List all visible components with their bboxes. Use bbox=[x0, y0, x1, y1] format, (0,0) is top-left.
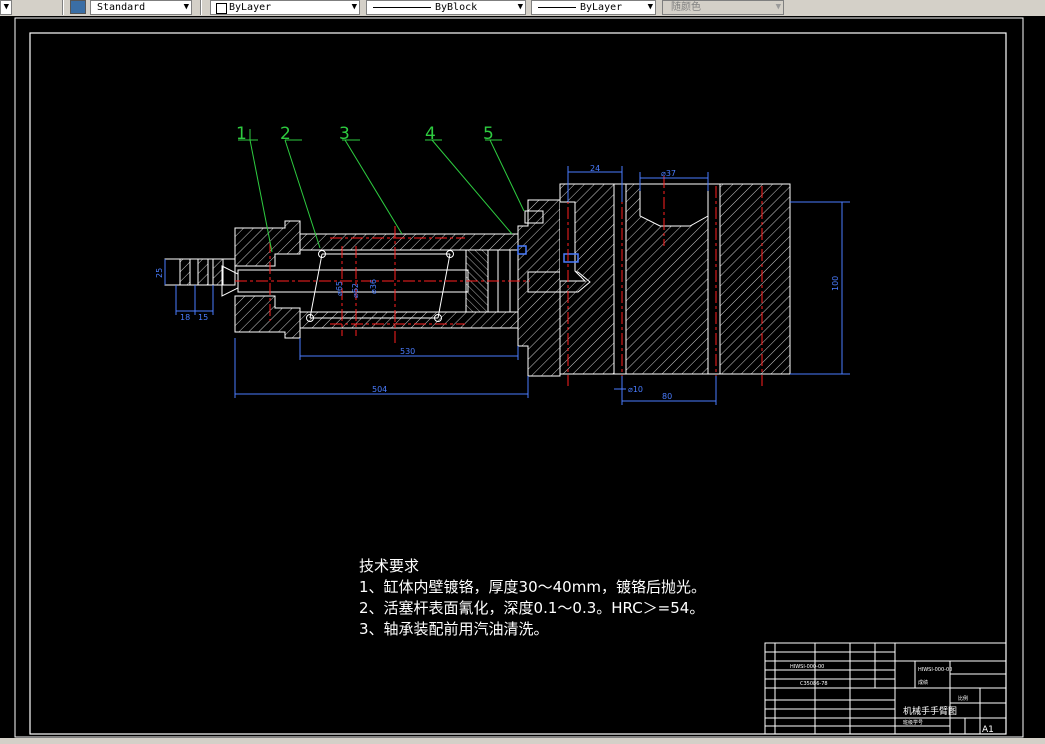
text-style-dropdown[interactable]: Standard ▼ bbox=[90, 0, 192, 15]
color-value: ByLayer bbox=[229, 2, 272, 13]
label-score: 成绩 bbox=[918, 679, 928, 686]
dim-24: 24 bbox=[590, 164, 600, 173]
chevron-down-icon: ▼ bbox=[775, 2, 781, 12]
style-dropdown-prev[interactable]: ▼ bbox=[0, 0, 12, 15]
barrel-bottom-wall bbox=[299, 311, 519, 329]
toolbar-separator bbox=[200, 0, 202, 15]
row1-code: HIWSI-000-00 bbox=[790, 664, 824, 670]
row2-code: HIWSI-000-00 bbox=[918, 667, 952, 673]
plotstyle-value: 随颜色 bbox=[671, 2, 701, 13]
technical-requirements: 技术要求 1、缸体内壁镀铬，厚度30～40mm，镀铬后抛光。 2、活塞杆表面氰化… bbox=[359, 556, 706, 640]
dimension-lines bbox=[164, 166, 850, 405]
rod-end-hatch-a bbox=[179, 258, 191, 286]
leader-lines bbox=[238, 129, 525, 253]
tech-item-1: 1、缸体内壁镀铬，厚度30～40mm，镀铬后抛光。 bbox=[359, 578, 706, 596]
title-block-text: HIWSI-000-00 HIWSI-000-00 C35086-78 机械手手… bbox=[790, 664, 994, 735]
linetype-dropdown[interactable]: ByBlock ▼ bbox=[366, 0, 526, 15]
blue-marker bbox=[563, 253, 579, 263]
style-icon[interactable] bbox=[70, 0, 86, 14]
head-gap bbox=[707, 183, 721, 375]
text-style-value: Standard bbox=[97, 2, 146, 13]
head-pocket bbox=[639, 183, 709, 227]
part-number-2: 2 bbox=[280, 124, 291, 144]
row3-code: C35086-78 bbox=[800, 681, 828, 687]
spring bbox=[306, 250, 454, 322]
inner-border bbox=[29, 32, 1007, 735]
front-cap-lower bbox=[234, 295, 301, 339]
outer-border bbox=[14, 17, 1024, 738]
rod-end-hatch-b bbox=[197, 258, 209, 286]
cylinder-assembly bbox=[164, 183, 791, 377]
lineweight-dropdown[interactable]: ByLayer ▼ bbox=[531, 0, 656, 15]
color-dropdown[interactable]: ByLayer ▼ bbox=[210, 0, 360, 15]
toolbar-separator bbox=[62, 0, 64, 15]
dim-inner-2: ⌀62 bbox=[351, 283, 360, 298]
tech-item-2: 2、活塞杆表面氰化，深度0.1～0.3。HRC＞=54。 bbox=[359, 599, 705, 617]
tech-title: 技术要求 bbox=[359, 557, 420, 575]
blue-marker bbox=[517, 245, 527, 255]
color-swatch-icon bbox=[216, 3, 227, 14]
lineweight-line-icon bbox=[538, 7, 576, 8]
port-fitting bbox=[524, 210, 544, 224]
head-gap bbox=[613, 183, 627, 375]
drawing-canvas[interactable]: 1 2 3 4 5 bbox=[0, 16, 1025, 738]
tech-item-3: 3、轴承装配前用汽油清洗。 bbox=[359, 620, 549, 638]
dim-15: 15 bbox=[198, 313, 208, 322]
linetype-line-icon bbox=[373, 7, 431, 8]
rod-end-hatch-c bbox=[212, 258, 224, 286]
part-number-3: 3 bbox=[339, 124, 350, 144]
dimension-labels: 24 ⌀37 100 530 504 ⌀10 80 18 15 25 ⌀65 ⌀… bbox=[155, 164, 840, 401]
chevron-down-icon: ▼ bbox=[351, 2, 357, 12]
sheet-size: A1 bbox=[982, 725, 994, 735]
barrel-top-wall bbox=[299, 233, 519, 251]
chevron-down-icon: ▼ bbox=[3, 2, 9, 12]
dim-inner-1: ⌀65 bbox=[335, 281, 344, 296]
front-cap bbox=[234, 220, 301, 267]
linetype-value: ByBlock bbox=[435, 2, 478, 13]
title-block bbox=[764, 642, 1007, 735]
chevron-down-icon: ▼ bbox=[517, 2, 523, 12]
label-scale: 比例 bbox=[958, 695, 968, 702]
dim-phi10: ⌀10 bbox=[628, 385, 643, 394]
dim-80: 80 bbox=[662, 392, 672, 401]
part-number-5: 5 bbox=[483, 124, 494, 144]
part-number-labels: 1 2 3 4 5 bbox=[236, 124, 494, 144]
dim-100: 100 bbox=[831, 276, 840, 291]
rear-flange bbox=[517, 199, 561, 377]
chevron-down-icon: ▼ bbox=[647, 2, 653, 12]
chevron-down-icon: ▼ bbox=[183, 2, 189, 12]
centerlines bbox=[235, 176, 763, 386]
dim-left: 25 bbox=[155, 268, 164, 278]
dim-530: 530 bbox=[400, 347, 415, 356]
horizontal-scrollbar[interactable] bbox=[0, 738, 1045, 744]
drawing-name: 机械手手臂图 bbox=[903, 705, 957, 717]
dim-504: 504 bbox=[372, 385, 387, 394]
part-number-1: 1 bbox=[236, 124, 247, 144]
plotstyle-dropdown[interactable]: 随颜色 ▼ bbox=[662, 0, 784, 15]
part-number-4: 4 bbox=[425, 124, 436, 144]
dim-37: ⌀37 bbox=[661, 169, 676, 178]
properties-toolbar: ▼ Standard ▼ ByLayer ▼ ByBlock ▼ ByLayer… bbox=[0, 0, 1045, 17]
dim-18: 18 bbox=[180, 313, 190, 322]
class-student-id: 班级学号 bbox=[903, 719, 923, 726]
cad-drawing: 1 2 3 4 5 bbox=[14, 17, 1024, 738]
vertical-scrollbar[interactable] bbox=[1025, 16, 1045, 738]
lineweight-value: ByLayer bbox=[580, 2, 623, 13]
dim-inner-3: ⌀36 bbox=[369, 279, 378, 294]
